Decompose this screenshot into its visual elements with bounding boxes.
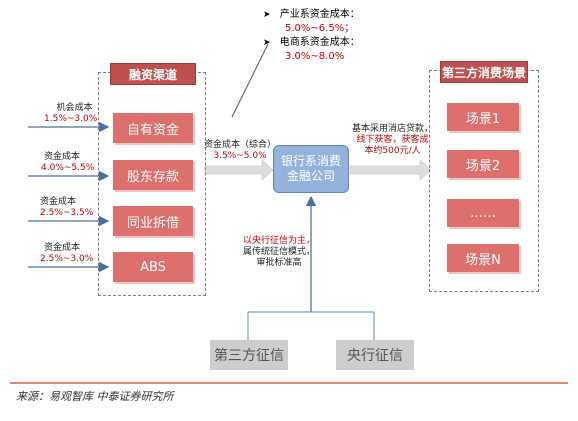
- ecommerce-cost-range: 3.0%~8.0%: [285, 51, 345, 62]
- channel-abs: ABS: [113, 252, 193, 282]
- top-annotation: ➤ 产业系资金成本： 5.0%~6.5%； ➤ 电商系资金成本： 3.0%~8.…: [263, 8, 360, 64]
- loan-flow-arrow: [349, 159, 432, 181]
- scene-2: 场景2: [447, 150, 519, 178]
- scene-ellipsis: ……: [447, 199, 519, 227]
- arrow-bullet-icon: ➤: [263, 10, 271, 20]
- central-bank-credit-box: 央行征信: [336, 340, 414, 370]
- ecommerce-cost-row: ➤ 电商系资金成本：: [263, 36, 360, 50]
- channel-shareholder-deposit: 股东存款: [113, 160, 193, 190]
- combined-cost-label: 资金成本（综合） 3.5%~5.0%: [204, 140, 277, 161]
- cost-label-4: 资金成本 2.5%~3.0%: [40, 243, 94, 264]
- diagonal-connector: [231, 43, 269, 118]
- scene-n: 场景N: [447, 244, 519, 272]
- industry-cost-row: ➤ 产业系资金成本：: [263, 8, 360, 22]
- industry-cost-range: 5.0%~6.5%；: [285, 23, 355, 34]
- cost-label-1: 机会成本 1.5%~3.0%: [44, 103, 98, 124]
- industry-cost-label: 产业系资金成本：: [279, 9, 360, 20]
- acquisition-note: 基本采用消店贷款， 线下获客，获客成 本约500元/人: [352, 124, 434, 156]
- credit-model-note: 以央行征信为主， 属传统征信模式， 审批标准高: [243, 236, 316, 268]
- arrow-bullet-icon: ➤: [263, 38, 271, 48]
- funding-flow-arrow: [204, 159, 274, 181]
- consumption-scenes-title: 第三方消费场景: [440, 61, 528, 83]
- bank-consumer-finance-company: 银行系消费 金融公司: [273, 145, 349, 193]
- funding-channels-title: 融资渠道: [110, 63, 196, 85]
- source-footnote: 来源：易观智库 中泰证券研究所: [16, 390, 174, 403]
- channel-interbank-lending: 同业拆借: [113, 206, 193, 236]
- channel-own-funds: 自有资金: [113, 113, 193, 143]
- cost-label-3: 资金成本 2.5%~3.5%: [40, 197, 94, 218]
- scene-1: 场景1: [447, 103, 519, 131]
- ecommerce-cost-label: 电商系资金成本：: [279, 37, 360, 48]
- third-party-credit-box: 第三方征信: [210, 340, 288, 370]
- cost-label-2: 资金成本 4.0%~5.5%: [41, 152, 95, 173]
